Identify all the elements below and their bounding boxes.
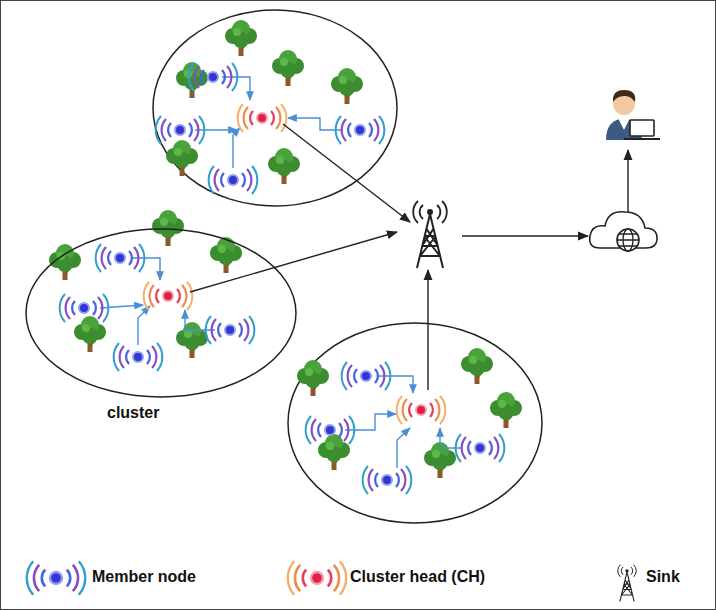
cluster-outline bbox=[288, 323, 542, 523]
cluster-heads bbox=[144, 104, 446, 424]
cluster-label: cluster bbox=[107, 404, 159, 422]
sink-tower bbox=[413, 201, 447, 268]
ch-to-sink bbox=[190, 124, 628, 390]
cluster-outline bbox=[25, 228, 297, 398]
member-links bbox=[100, 77, 462, 468]
legend-label: Member node bbox=[92, 568, 196, 586]
cluster-outline bbox=[153, 10, 397, 206]
legend-icons bbox=[27, 561, 636, 601]
legend-label: Cluster head (CH) bbox=[350, 568, 485, 586]
member-nodes bbox=[60, 63, 505, 494]
trees bbox=[49, 20, 522, 478]
user-with-laptop bbox=[606, 90, 660, 140]
internet-cloud bbox=[590, 212, 657, 251]
legend-label: Sink bbox=[646, 568, 680, 586]
cluster-region: cluster bbox=[25, 228, 297, 398]
